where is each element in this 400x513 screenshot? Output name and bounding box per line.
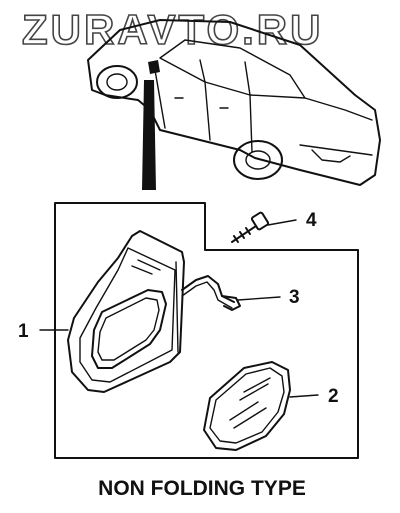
parts-frame [54, 202, 359, 459]
mirror-assembly [67, 230, 185, 393]
callout-3: 3 [289, 287, 300, 308]
callout-1: 1 [18, 321, 29, 342]
diagram-caption: NON FOLDING TYPE [98, 477, 306, 500]
leader-lines [39, 219, 319, 398]
watermark: ZURAVTO.RU [22, 6, 323, 53]
car-illustration [87, 19, 381, 190]
callout-4: 4 [306, 210, 317, 231]
callout-2: 2 [328, 386, 339, 407]
mirror-glass [203, 361, 291, 451]
screw [231, 211, 270, 243]
adjuster-cable [181, 275, 241, 311]
